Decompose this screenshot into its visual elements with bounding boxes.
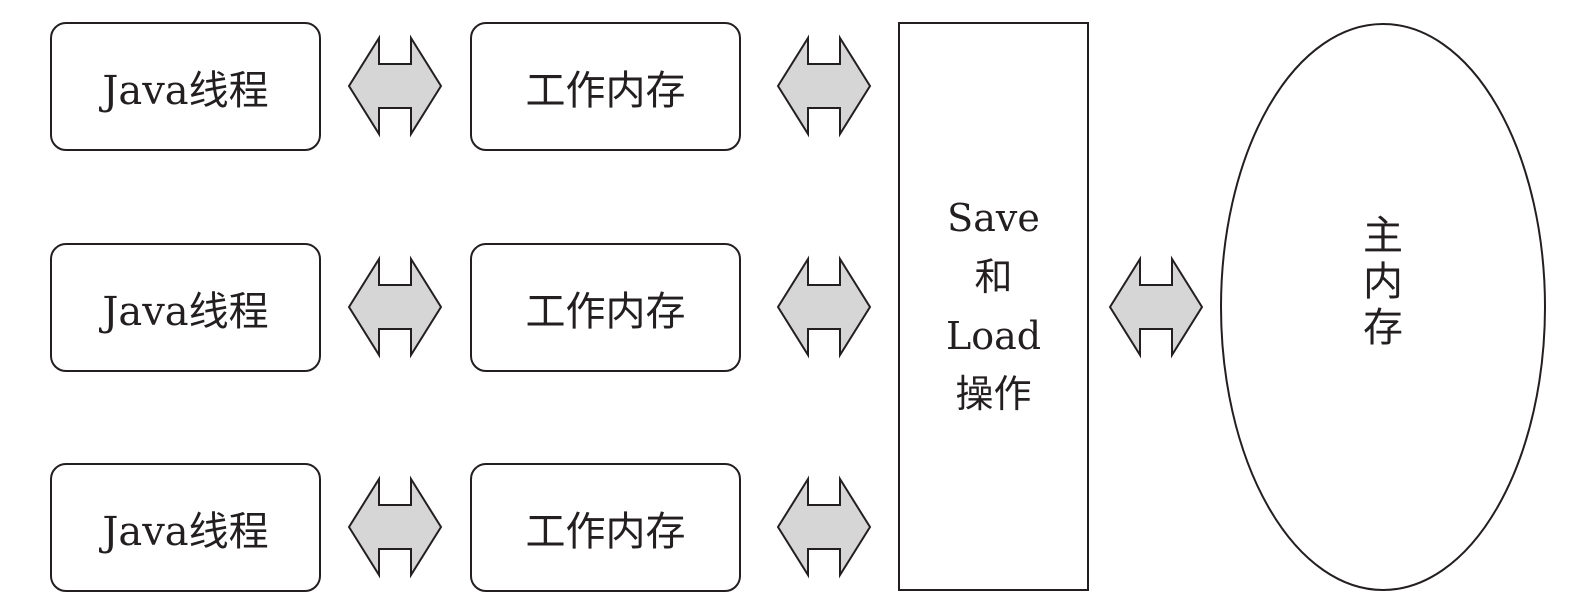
work-memory-box-3: 工作内存 [470, 463, 741, 592]
double-arrow-icon [776, 473, 872, 581]
double-arrow-icon [776, 253, 872, 361]
java-thread-label-1: Java线程 [102, 67, 269, 114]
work-memory-label-2: 工作内存 [525, 288, 686, 335]
double-arrow-icon [1108, 253, 1204, 361]
main-memory-label: 主内存 [1363, 213, 1403, 351]
double-arrow-icon [347, 32, 443, 140]
operation-label: 操作 [955, 372, 1032, 417]
java-thread-box-2: Java线程 [50, 243, 321, 372]
java-thread-label-2: Java线程 [102, 288, 269, 335]
work-memory-box-1: 工作内存 [470, 22, 741, 151]
save-label: Save [947, 195, 1040, 240]
java-thread-label-3: Java线程 [102, 508, 269, 555]
work-memory-label-3: 工作内存 [525, 508, 686, 555]
java-thread-box-1: Java线程 [50, 22, 321, 151]
java-thread-box-3: Java线程 [50, 463, 321, 592]
load-label: Load [945, 313, 1042, 358]
main-memory-ellipse: 主内存 [1219, 22, 1547, 592]
work-memory-box-2: 工作内存 [470, 243, 741, 372]
save-load-operations-box: Save 和 Load 操作 [898, 22, 1089, 591]
and-label: 和 [974, 254, 1013, 299]
double-arrow-icon [347, 473, 443, 581]
double-arrow-icon [776, 32, 872, 140]
work-memory-label-1: 工作内存 [525, 67, 686, 114]
double-arrow-icon [347, 253, 443, 361]
